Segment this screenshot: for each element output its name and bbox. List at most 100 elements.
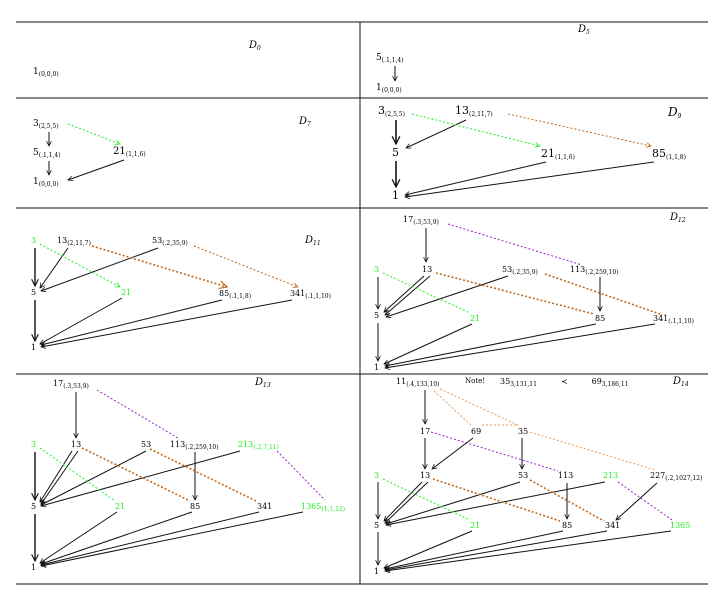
- node-d13-1: 1: [31, 563, 36, 572]
- edge-d14-213-1365: [617, 481, 673, 521]
- node-d14-227: 227(.2,1027,12): [650, 471, 702, 482]
- node-d7-5: 5(.1,1,4): [33, 148, 61, 159]
- node-d12-17: 17(.3,53,9): [403, 215, 439, 226]
- edge-d14-1365-1: [385, 530, 672, 571]
- edge-d7-21-1: [68, 159, 125, 180]
- edge-d12-13-85: [435, 272, 595, 315]
- node-d9-5: 5: [392, 146, 399, 159]
- edge-d14-53-5: [386, 481, 521, 524]
- edge-d14-11-35: [439, 388, 521, 427]
- node-d12-21: 21: [470, 314, 480, 323]
- table-grid: [16, 21, 708, 585]
- node-d7-21: 21(1,1,6): [113, 146, 146, 158]
- edge-d11-341-1: [41, 299, 293, 347]
- node-d14-1: 1: [374, 567, 379, 576]
- edge-d13-13-85: [81, 447, 191, 502]
- edge-d9-13-5: [406, 119, 467, 148]
- panel-label-d7: D7: [298, 116, 311, 128]
- edge-d11-13-5: [40, 247, 69, 288]
- node-d13-21: 21: [115, 502, 125, 511]
- note-label: Note!: [465, 377, 485, 385]
- edge-d12-53-5: [386, 275, 509, 317]
- node-d14-3: 3: [374, 471, 379, 480]
- node-d12-341: 341(.1,1,10): [653, 314, 694, 325]
- node-d12-3: 3: [374, 265, 379, 274]
- node-d7-1: 1(0,0,0): [33, 177, 59, 188]
- edge-d14-11-69: [433, 390, 473, 427]
- edge-d12-53-341: [544, 273, 661, 315]
- node-d14-341: 341: [605, 521, 620, 530]
- edge-d13-3-21: [39, 447, 116, 502]
- node-d11-5: 5: [31, 288, 36, 297]
- node-d12-85: 85: [595, 314, 605, 323]
- edge-d14-341-1: [385, 530, 608, 570]
- edge-d12-13-5a: [384, 275, 425, 312]
- node-d14-1365: 1365: [670, 521, 690, 530]
- node-d14-213: 213: [603, 471, 618, 480]
- node-d13-85: 85: [190, 502, 200, 511]
- edge-d14-227-341: [616, 482, 658, 520]
- node-d5-5: 5(.1,1,4): [376, 53, 404, 64]
- edge-d13-53-341: [149, 448, 257, 502]
- panel-label-d14: D14: [672, 376, 689, 388]
- edge-d13-21-1: [40, 511, 118, 563]
- node-d13-13: 13: [71, 440, 81, 449]
- node-d9-3: 3(2,5,5): [378, 104, 405, 118]
- node-d9-1: 1: [392, 189, 399, 202]
- node-d13-341: 341: [257, 502, 272, 511]
- edge-d14-13-5b: [385, 481, 429, 523]
- edge-d13-341-1: [41, 511, 260, 565]
- edge-d11-85-1: [41, 299, 223, 345]
- node-d7-3: 3(2,5,5): [33, 119, 59, 130]
- node-d13-5: 5: [31, 502, 36, 511]
- edge-d9-85-1: [405, 161, 655, 197]
- edge-d12-21-1: [384, 323, 473, 364]
- edge-d14-3-21: [382, 478, 471, 521]
- edge-d14-17-113: [430, 431, 559, 472]
- node-d14-69: 69: [471, 427, 481, 436]
- node-d14-21: 21: [470, 521, 480, 530]
- edge-d11-3-21: [39, 243, 120, 288]
- node-d11-85: 85(.1,1,8): [219, 289, 251, 300]
- node-d0-1: 1(0,0,0): [33, 67, 59, 78]
- node-d12-113: 113(.2,259,10): [570, 265, 619, 276]
- node-d13-1365: 1365(1,1,12): [301, 502, 345, 513]
- node-d13-53: 53: [141, 440, 151, 449]
- node-d13-3: 3: [31, 440, 36, 449]
- edge-d14-213-5: [386, 481, 606, 525]
- node-d12-53: 53(.2,35,9): [502, 265, 538, 276]
- node-d11-53: 53(.2,35,9): [152, 236, 188, 247]
- edge-d11-53-5: [41, 247, 159, 291]
- edge-d14-69-13: [432, 437, 474, 469]
- edge-d11-21-1: [40, 297, 123, 345]
- panel-label-d11: D11: [304, 235, 321, 247]
- edge-d14-21-1: [384, 530, 473, 568]
- node-d12-13: 13: [422, 265, 432, 274]
- node-d12-5: 5: [374, 311, 379, 320]
- edge-d13-1365-1: [41, 511, 304, 566]
- edge-d12-13-5b: [385, 275, 431, 315]
- node-d13-113: 113(.2,259,10): [170, 440, 219, 451]
- edge-d13-13-5b: [41, 450, 79, 504]
- node-d14-113: 113: [558, 471, 573, 480]
- node-d9-85: 85(1,1,8): [652, 147, 686, 161]
- edge-d7-3-21: [67, 123, 120, 144]
- node-d11-3: 3: [31, 236, 36, 245]
- edge-d9-21-1: [405, 161, 547, 195]
- node-d9-13: 13(2,11,7): [455, 104, 493, 118]
- edge-d13-17-113: [96, 389, 179, 439]
- node-d14-13: 13: [420, 471, 430, 480]
- edge-d13-53-5: [41, 450, 147, 506]
- node-d11-13: 13(2,11,7): [57, 236, 91, 247]
- edge-d13-13-5a: [40, 450, 73, 502]
- node-d14-53: 53: [518, 471, 528, 480]
- node-d11-21: 21: [121, 288, 131, 297]
- edge-d12-85-1: [385, 323, 597, 366]
- note-relation: 353,131,11≺693,186,11: [500, 377, 629, 388]
- node-d14-5: 5: [374, 521, 379, 530]
- panel-label-d0: D0: [248, 40, 261, 52]
- panel-label-d12: D12: [669, 212, 686, 224]
- edge-d13-213-5: [41, 450, 241, 506]
- panel-label-d13: D13: [254, 377, 271, 389]
